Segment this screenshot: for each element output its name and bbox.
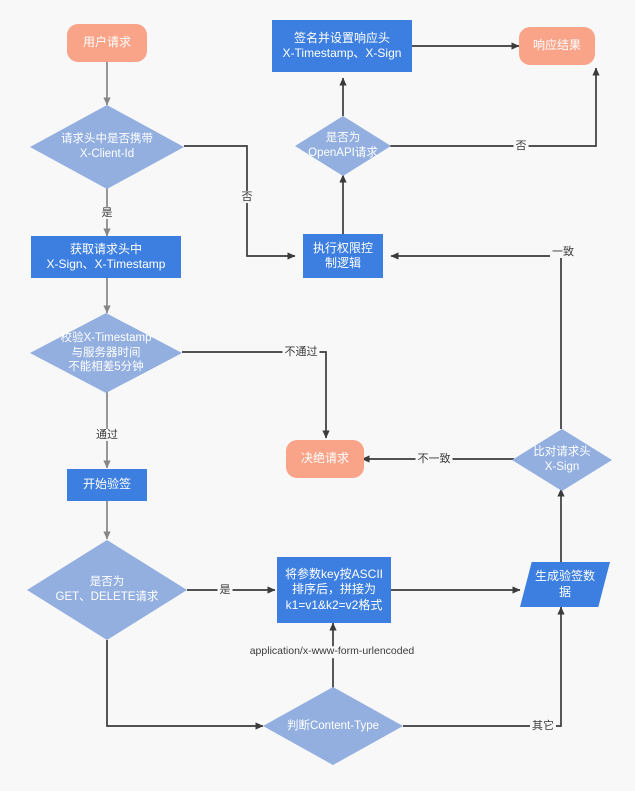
node-auth-control[interactable]: 执行权限控 制逻辑 [303,234,383,278]
node-is-get-delete-line2: GET、DELETE请求 [55,591,159,603]
node-check-timestamp-line2: 与服务器时间 [71,346,141,359]
node-compare-sign-text: 比对请求头 X-Sign [529,445,595,474]
node-judge-content-type[interactable]: 判断Content-Type [263,687,403,765]
edge-label-timestamp-pass: 通过 [94,428,120,442]
edge-label-sign-match: 一致 [550,245,576,259]
node-is-get-delete-line1: 是否为 [89,576,125,589]
node-sort-params-line1: 将参数key按ASCII [284,566,384,581]
node-check-timestamp[interactable]: 校验X-Timestamp 与服务器时间 不能相差5分钟 [30,313,182,393]
edge-label-urlencoded: application/x-www-form-urlencoded [247,645,417,658]
edge-judgect-other-to-gensign [403,606,565,727]
edge-label-other: 其它 [530,719,556,733]
node-sign-set-header[interactable]: 签名并设置响应头 X-Timestamp、X-Sign [272,20,412,72]
node-check-timestamp-line3: 不能相差5分钟 [68,361,144,374]
node-is-get-delete-text: 是否为 GET、DELETE请求 [52,575,163,604]
node-gen-sign-data-line2: 据 [558,584,571,599]
edge-label-clientid-yes: 是 [99,206,115,220]
node-is-get-delete[interactable]: 是否为 GET、DELETE请求 [27,540,187,640]
edge-label-openapi-no: 否 [513,139,529,153]
node-reject-request-label: 决绝请求 [300,451,349,466]
node-sort-params[interactable]: 将参数key按ASCII 排序后，拼接为 k1=v1&k2=v2格式 [277,557,391,623]
node-check-timestamp-text: 校验X-Timestamp 与服务器时间 不能相差5分钟 [57,331,156,375]
node-reject-request[interactable]: 决绝请求 [286,440,364,478]
edge-checkts-fail-to-reject [182,351,330,439]
node-is-openapi-line1: 是否为 [325,132,361,145]
node-gen-sign-data-line1: 生成验签数 [534,569,595,584]
node-sign-set-header-line1: 签名并设置响应头 [293,30,390,45]
node-check-timestamp-line1: 校验X-Timestamp [60,331,152,344]
node-user-request[interactable]: 用户请求 [67,24,147,62]
node-gen-sign-data-text: 生成验签数 据 [529,569,601,600]
node-get-headers[interactable]: 获取请求头中 X-Sign、X-Timestamp [31,236,181,278]
node-sort-params-line2: 排序后，拼接为 [291,582,376,597]
edge-label-sign-mismatch: 不一致 [415,452,453,466]
node-user-request-label: 用户请求 [82,35,131,50]
node-sort-params-line3: k1=v1&k2=v2格式 [285,597,383,612]
edge-label-clientid-no: 否 [239,190,255,204]
node-has-client-id[interactable]: 请求头中是否携带 X-Client-Id [30,105,184,189]
node-is-openapi-line2: OpenAPI请求 [308,147,378,159]
node-gen-sign-data[interactable]: 生成验签数 据 [520,562,610,607]
node-compare-sign-line1: 比对请求头 [533,446,591,459]
node-start-verify[interactable]: 开始验签 [67,469,147,501]
node-compare-sign-line2: X-Sign [544,461,580,473]
node-start-verify-label: 开始验签 [82,477,131,492]
edge-label-timestamp-fail: 不通过 [282,345,320,359]
node-auth-control-line1: 执行权限控 [312,240,373,255]
node-response-result-label: 响应结果 [532,38,581,53]
edge-getdelete-no-to-judgect [106,640,264,730]
edge-comparesign-match-to-auth [390,252,562,429]
parallelogram-shape [520,562,610,607]
node-has-client-id-text: 请求头中是否携带 X-Client-Id [57,132,157,161]
node-is-openapi[interactable]: 是否为 OpenAPI请求 [295,116,391,176]
node-response-result[interactable]: 响应结果 [519,27,595,65]
node-is-openapi-text: 是否为 OpenAPI请求 [304,131,382,160]
node-auth-control-line2: 制逻辑 [324,256,361,270]
edge-label-getdelete-yes: 是 [217,583,233,597]
edge-isopenapi-no-to-response [390,67,600,147]
node-has-client-id-line2: X-Client-Id [79,148,135,160]
node-judge-content-type-text: 判断Content-Type [286,719,380,732]
node-compare-sign[interactable]: 比对请求头 X-Sign [512,429,612,491]
node-get-headers-line2: X-Sign、X-Timestamp [46,257,166,271]
node-has-client-id-line1: 请求头中是否携带 [61,133,153,146]
node-sign-set-header-line2: X-Timestamp、X-Sign [282,46,402,60]
node-get-headers-line1: 获取请求头中 [69,241,142,256]
